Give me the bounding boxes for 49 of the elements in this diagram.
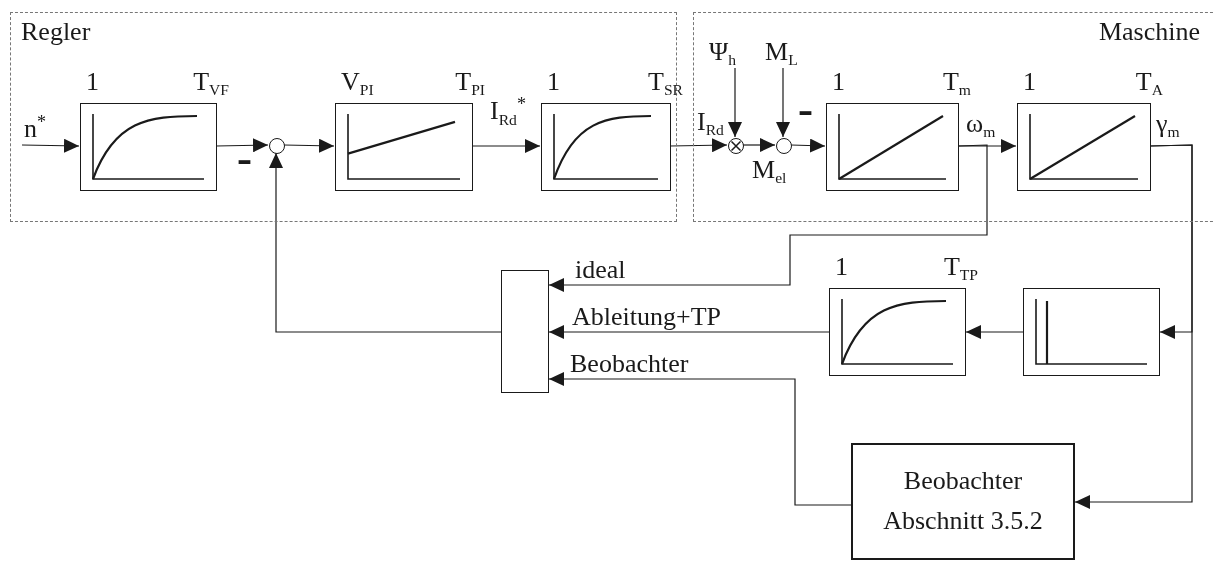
time-constant-label: T$_{VF}$ (193, 67, 229, 101)
arrow (1074, 144, 1193, 509)
time-constant-label: T$_{A}$ (1135, 67, 1163, 101)
parameter-label: V$_{PI}$ (341, 67, 374, 101)
arrow (790, 138, 826, 153)
time-constant-label: T$_{TP}$ (943, 252, 978, 286)
arrow (215, 138, 269, 153)
parameter-label: 1 (832, 67, 845, 97)
block-text: Beobachter Abschnitt 3.5.2 (882, 465, 1044, 537)
summing-junction (776, 138, 792, 154)
arrow (283, 138, 335, 153)
multiplier-junction (728, 138, 744, 154)
arrow (548, 325, 830, 339)
selector-box (501, 270, 549, 393)
signal-label: ideal (575, 258, 626, 282)
input-label: Ψ$_{h}$ (709, 37, 749, 69)
signal-label: Beobachter (570, 352, 689, 376)
arrow (548, 372, 852, 506)
arrow (269, 152, 502, 333)
signal-label: γ$_{m}$ (1156, 112, 1180, 143)
arrow (669, 138, 728, 153)
signal-label: I$_{Rd}$ (697, 110, 724, 141)
minus-sign: – (237, 147, 252, 173)
time-constant-label: T$_{SR}$ (648, 67, 683, 101)
arrow (471, 139, 541, 153)
time-constant-label: T$_{m}$ (942, 67, 971, 101)
parameter-label: 1 (1023, 67, 1036, 97)
observer-block (851, 443, 1075, 560)
signal-label: ω$_{m}$ (966, 112, 996, 143)
summing-junction (269, 138, 285, 154)
group-title: Maschine (1098, 17, 1200, 47)
signal-label: Ableitung+TP (572, 305, 721, 329)
parameter-label: 1 (86, 67, 99, 97)
time-constant-label: T$_{PI}$ (455, 67, 485, 101)
arrow (728, 67, 742, 138)
signal-label: M$_{el}$ (752, 158, 787, 189)
arrow (21, 138, 80, 153)
arrow (965, 325, 1024, 339)
minus-sign: – (798, 98, 813, 124)
arrow (742, 138, 776, 152)
input-label: M$_{L}$ (765, 37, 809, 69)
parameter-label: 1 (835, 252, 848, 282)
differentiator-block (1023, 288, 1160, 376)
signal-label: n$^{*}$ (24, 111, 47, 142)
parameter-label: 1 (547, 67, 560, 97)
group-title: Regler (21, 17, 91, 47)
dashed-boundary (693, 12, 1214, 222)
arrow (548, 144, 988, 292)
arrow (776, 67, 790, 138)
